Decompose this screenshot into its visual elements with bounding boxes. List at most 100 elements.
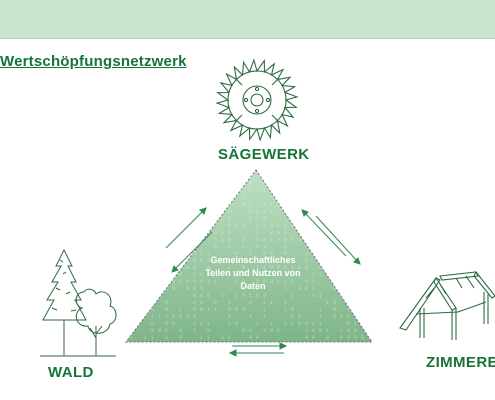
svg-text:1: 1 — [263, 300, 266, 306]
svg-text:0: 0 — [277, 265, 280, 271]
svg-text:0: 0 — [130, 272, 133, 278]
saw-blade-icon — [215, 58, 299, 142]
svg-text:1: 1 — [277, 181, 280, 187]
header-bar — [0, 0, 495, 39]
svg-text:1: 1 — [151, 279, 154, 285]
svg-text:0: 0 — [270, 258, 273, 264]
svg-text:1: 1 — [207, 321, 210, 327]
svg-text:0: 0 — [242, 328, 245, 334]
svg-text:0: 0 — [144, 300, 147, 306]
svg-text:1: 1 — [200, 321, 203, 327]
svg-text:0: 0 — [284, 237, 287, 243]
svg-text:1: 1 — [284, 230, 287, 236]
svg-text:1: 1 — [193, 279, 196, 285]
svg-text:1: 1 — [361, 174, 364, 180]
svg-text:0: 0 — [172, 314, 175, 320]
svg-text:0: 0 — [207, 328, 210, 334]
svg-text:0: 0 — [291, 195, 294, 201]
svg-text:1: 1 — [263, 244, 266, 250]
svg-text:0: 0 — [256, 244, 259, 250]
svg-text:1: 1 — [221, 335, 224, 341]
svg-text:0: 0 — [368, 307, 371, 313]
svg-text:0: 0 — [137, 195, 140, 201]
svg-text:1: 1 — [200, 335, 203, 341]
svg-text:0: 0 — [368, 251, 371, 257]
svg-text:1: 1 — [165, 328, 168, 334]
svg-text:0: 0 — [340, 335, 343, 341]
svg-text:1: 1 — [291, 188, 294, 194]
svg-text:1: 1 — [347, 307, 350, 313]
svg-text:1: 1 — [179, 307, 182, 313]
svg-text:0: 0 — [263, 293, 266, 299]
svg-text:1: 1 — [368, 286, 371, 292]
svg-text:0: 0 — [242, 272, 245, 278]
svg-text:1: 1 — [249, 258, 252, 264]
svg-text:0: 0 — [172, 188, 175, 194]
svg-text:0: 0 — [270, 265, 273, 271]
svg-text:1: 1 — [214, 279, 217, 285]
svg-text:1: 1 — [305, 181, 308, 187]
svg-text:0: 0 — [228, 195, 231, 201]
svg-text:0: 0 — [361, 335, 364, 341]
svg-text:1: 1 — [249, 188, 252, 194]
svg-text:1: 1 — [284, 300, 287, 306]
svg-text:1: 1 — [319, 188, 322, 194]
svg-text:0: 0 — [151, 251, 154, 257]
svg-text:1: 1 — [263, 174, 266, 180]
svg-text:0: 0 — [228, 244, 231, 250]
svg-text:0: 0 — [186, 279, 189, 285]
svg-text:0: 0 — [263, 258, 266, 264]
svg-text:0: 0 — [158, 188, 161, 194]
svg-text:0: 0 — [270, 230, 273, 236]
svg-text:1: 1 — [130, 237, 133, 243]
svg-text:0: 0 — [200, 272, 203, 278]
svg-text:0: 0 — [130, 251, 133, 257]
svg-text:1: 1 — [368, 279, 371, 285]
svg-text:0: 0 — [270, 328, 273, 334]
svg-text:0: 0 — [305, 279, 308, 285]
svg-text:0: 0 — [242, 307, 245, 313]
svg-text:1: 1 — [326, 300, 329, 306]
svg-text:0: 0 — [186, 258, 189, 264]
svg-text:1: 1 — [165, 314, 168, 320]
svg-text:1: 1 — [256, 237, 259, 243]
svg-text:1: 1 — [221, 195, 224, 201]
svg-text:0: 0 — [242, 265, 245, 271]
svg-text:0: 0 — [312, 188, 315, 194]
svg-text:0: 0 — [151, 223, 154, 229]
svg-text:0: 0 — [235, 307, 238, 313]
svg-text:1: 1 — [151, 314, 154, 320]
svg-text:1: 1 — [305, 328, 308, 334]
svg-text:0: 0 — [130, 181, 133, 187]
svg-text:0: 0 — [137, 223, 140, 229]
svg-text:1: 1 — [151, 188, 154, 194]
svg-text:1: 1 — [284, 286, 287, 292]
svg-text:0: 0 — [207, 272, 210, 278]
svg-text:1: 1 — [249, 314, 252, 320]
svg-text:0: 0 — [270, 251, 273, 257]
svg-text:0: 0 — [179, 279, 182, 285]
svg-text:1: 1 — [263, 209, 266, 215]
svg-text:1: 1 — [277, 202, 280, 208]
svg-text:0: 0 — [165, 321, 168, 327]
svg-text:0: 0 — [256, 286, 259, 292]
svg-text:1: 1 — [256, 223, 259, 229]
svg-text:0: 0 — [158, 328, 161, 334]
svg-text:1: 1 — [228, 265, 231, 271]
svg-text:1: 1 — [298, 237, 301, 243]
svg-text:1: 1 — [158, 314, 161, 320]
svg-text:1: 1 — [144, 230, 147, 236]
svg-text:1: 1 — [284, 279, 287, 285]
svg-text:0: 0 — [263, 237, 266, 243]
svg-text:0: 0 — [270, 223, 273, 229]
svg-text:1: 1 — [291, 237, 294, 243]
svg-text:0: 0 — [263, 202, 266, 208]
svg-text:1: 1 — [144, 216, 147, 222]
svg-text:1: 1 — [193, 328, 196, 334]
svg-text:0: 0 — [235, 279, 238, 285]
svg-text:0: 0 — [193, 300, 196, 306]
svg-text:1: 1 — [151, 230, 154, 236]
svg-text:0: 0 — [263, 181, 266, 187]
svg-text:0: 0 — [179, 328, 182, 334]
svg-text:0: 0 — [333, 314, 336, 320]
